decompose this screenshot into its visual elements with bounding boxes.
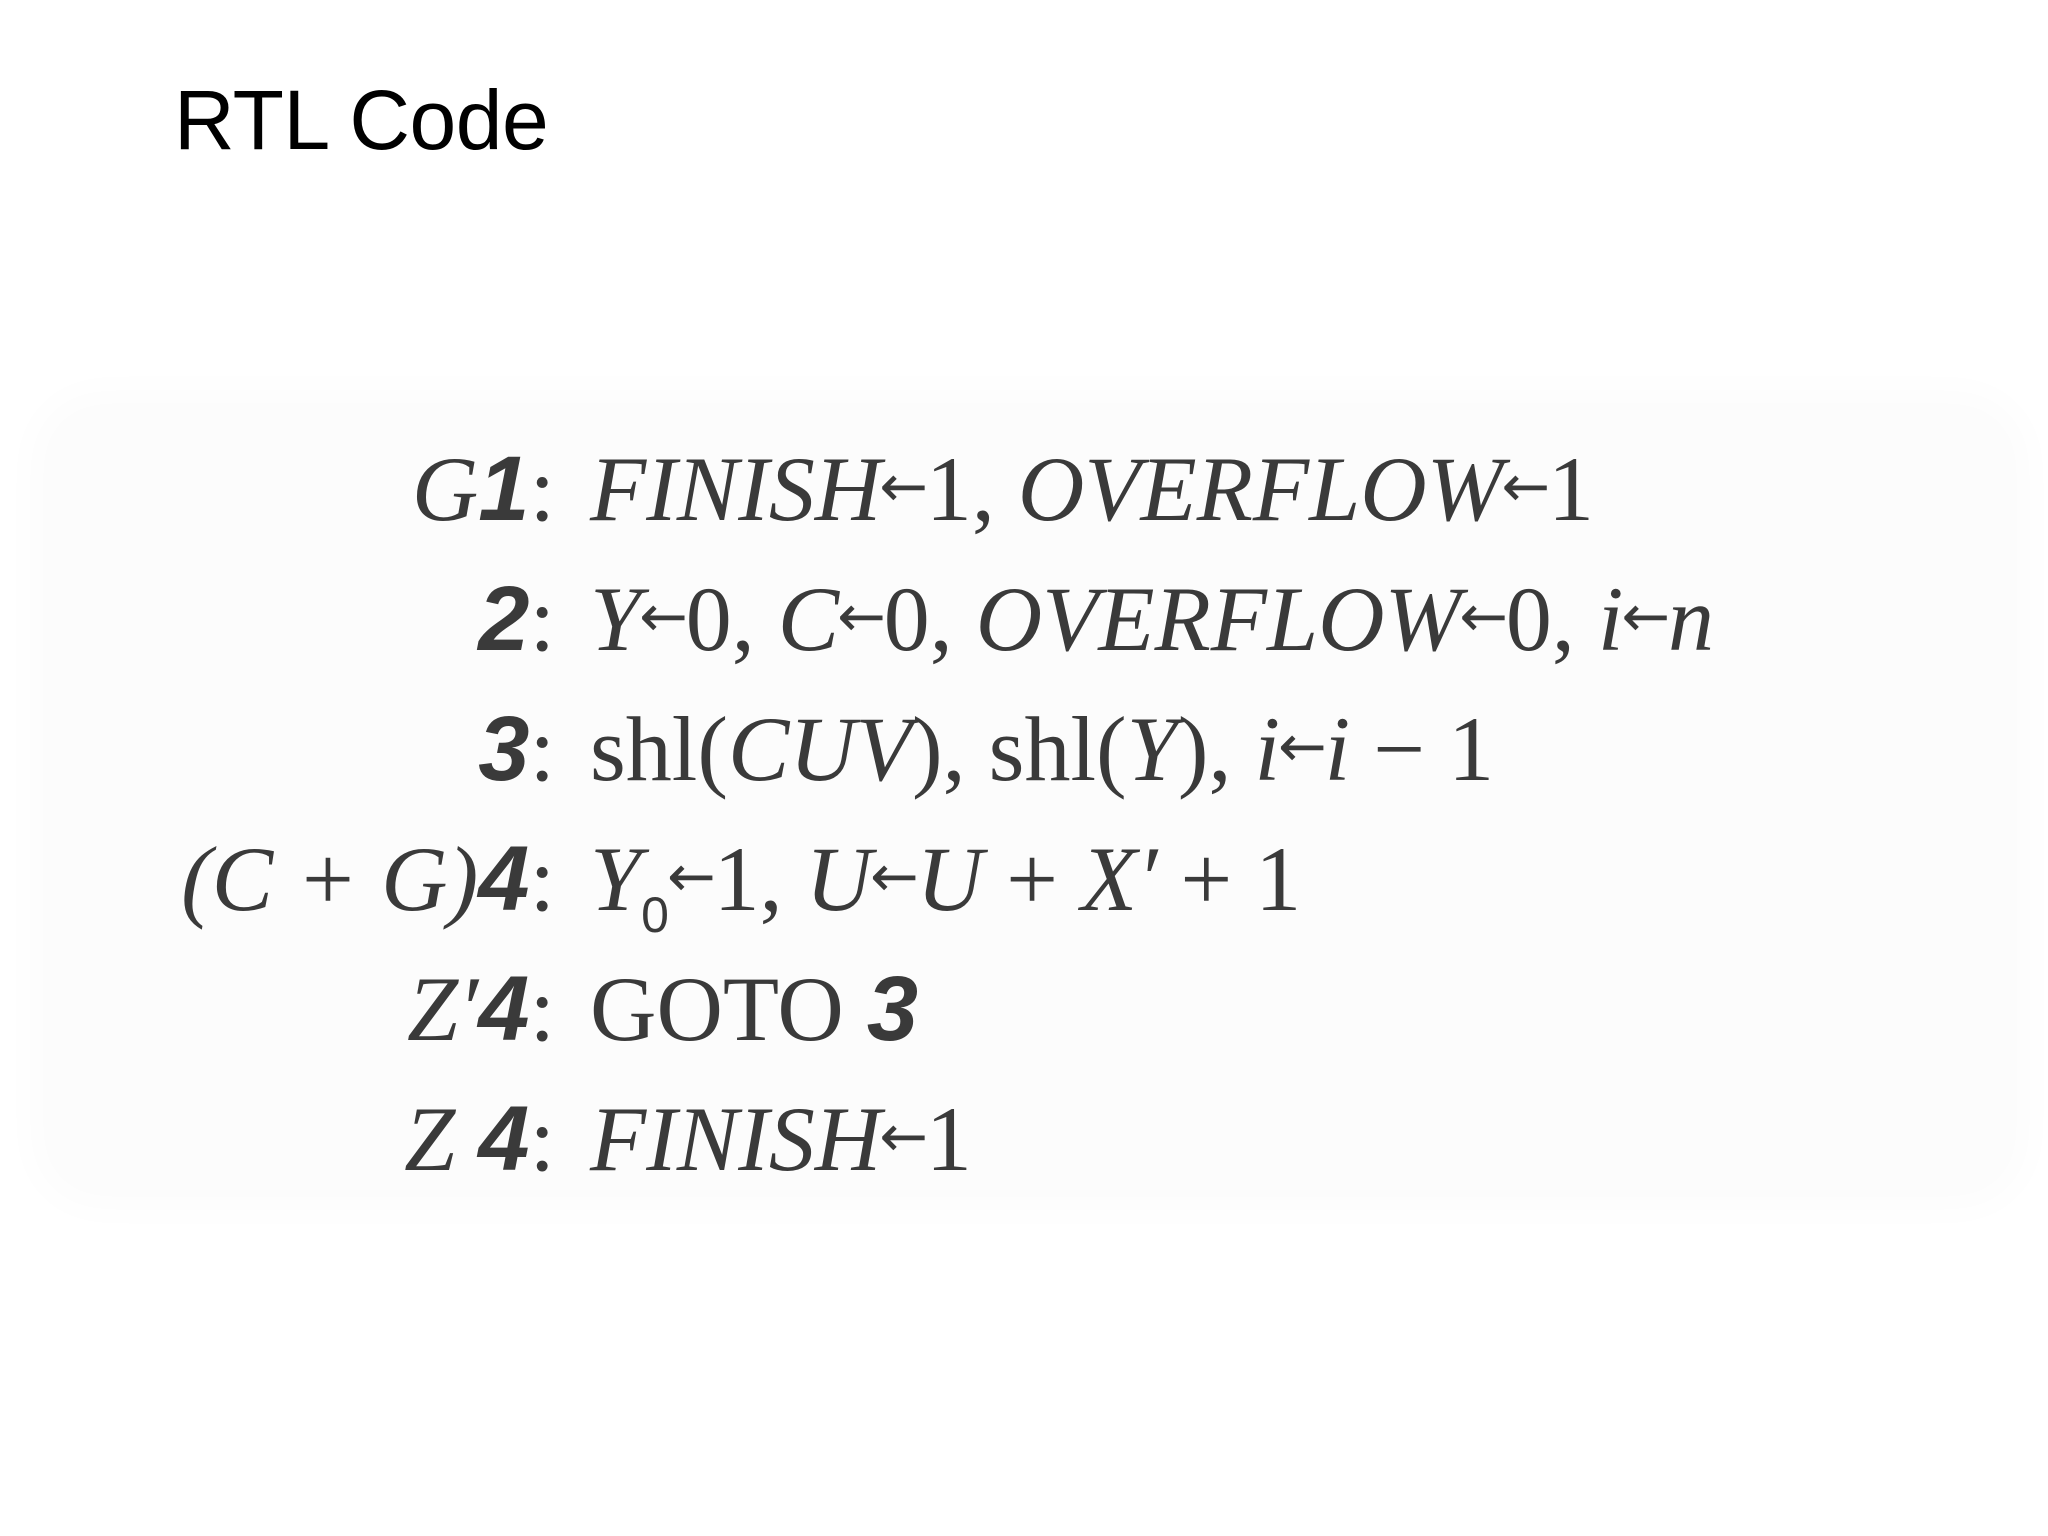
condition-variable: Z′	[406, 958, 479, 1060]
step-number: 4	[478, 828, 530, 930]
scanned-figure-background	[60, 420, 2000, 1180]
rtl-token: OVERFLOW	[975, 568, 1462, 670]
rtl-token: U	[916, 828, 984, 930]
rtl-action-statement: FINISH←1	[590, 1093, 972, 1185]
rtl-token: 3	[866, 958, 919, 1060]
rtl-action-statement: GOTO 3	[590, 963, 918, 1055]
rtl-token: 1	[925, 1088, 972, 1190]
assign-arrow-icon: ←	[870, 842, 919, 910]
rtl-condition-label: Z 4:	[404, 1093, 555, 1185]
rtl-token: C	[777, 568, 840, 670]
assign-arrow-icon: ←	[666, 842, 716, 910]
condition-variable: G	[411, 438, 479, 540]
rtl-token: 0	[641, 887, 669, 943]
slide-title: RTL Code	[174, 73, 549, 167]
rtl-condition-label: Z′4:	[407, 963, 555, 1055]
rtl-token: ),	[1177, 698, 1255, 800]
rtl-token: +	[983, 828, 1081, 930]
rtl-token: − 1	[1350, 698, 1495, 800]
rtl-token: 1,	[925, 438, 1018, 540]
rtl-condition-label: (C + G)4:	[181, 833, 555, 925]
assign-arrow-icon: ←	[1278, 712, 1327, 780]
rtl-token: OVERFLOW	[1017, 438, 1504, 540]
rtl-line: G1:FINISH←1, OVERFLOW←1	[60, 425, 2000, 555]
assign-arrow-icon: ←	[837, 582, 886, 650]
rtl-condition-label: 3:	[478, 703, 555, 795]
assign-arrow-icon: ←	[639, 582, 688, 650]
rtl-token: i	[1597, 568, 1624, 670]
step-number: 3	[478, 698, 530, 800]
condition-variable: Z	[404, 1088, 479, 1190]
step-number: 4	[478, 958, 530, 1060]
rtl-token: 0,	[685, 568, 778, 670]
rtl-action-statement: Y0←1, U←U + X′ + 1	[590, 833, 1301, 940]
label-colon: :	[529, 698, 555, 800]
rtl-token: FINISH	[590, 1088, 882, 1190]
rtl-token: 1	[1547, 438, 1594, 540]
assign-arrow-icon: ←	[1621, 582, 1671, 650]
rtl-token: i	[1254, 698, 1281, 800]
label-colon: :	[529, 438, 555, 540]
rtl-token: 0,	[883, 568, 976, 670]
rtl-condition-label: G1:	[412, 443, 555, 535]
rtl-token: Y	[590, 568, 642, 670]
rtl-token: U	[805, 828, 873, 930]
rtl-line: Z 4: FINISH←1	[60, 1075, 2000, 1205]
label-colon: :	[529, 1088, 555, 1190]
rtl-token: Y	[1126, 698, 1178, 800]
rtl-action-statement: FINISH←1, OVERFLOW←1	[590, 443, 1594, 535]
rtl-token: Y	[590, 828, 642, 930]
rtl-action-statement: Y←0, C←0, OVERFLOW←0, i←n	[590, 573, 1714, 665]
assign-arrow-icon: ←	[879, 452, 928, 520]
label-colon: :	[529, 958, 555, 1060]
step-number: 1	[478, 438, 530, 540]
rtl-token: X′	[1081, 828, 1158, 930]
rtl-token: GOTO	[590, 958, 867, 1060]
rtl-line: Z′4: GOTO 3	[60, 945, 2000, 1075]
step-number: 4	[478, 1088, 530, 1190]
rtl-token: FINISH	[590, 438, 882, 540]
rtl-line: (C + G)4:Y0←1, U←U + X′ + 1	[60, 815, 2000, 945]
rtl-line: 2:Y←0, C←0, OVERFLOW←0, i←n	[60, 555, 2000, 685]
rtl-token: i	[1324, 698, 1351, 800]
rtl-token: shl(	[590, 698, 728, 800]
step-number: 2	[478, 568, 530, 670]
assign-arrow-icon: ←	[1459, 582, 1508, 650]
label-colon: :	[529, 828, 555, 930]
rtl-condition-label: 2:	[478, 573, 555, 665]
rtl-token: 0,	[1505, 568, 1598, 670]
rtl-action-statement: shl(CUV), shl(Y), i←i − 1	[590, 703, 1494, 795]
rtl-token: n	[1668, 568, 1715, 670]
rtl-token: 1,	[713, 828, 806, 930]
rtl-token: + 1	[1157, 828, 1302, 930]
rtl-token: ), shl(	[912, 698, 1127, 800]
rtl-token: CUV	[728, 698, 912, 800]
assign-arrow-icon: ←	[1501, 452, 1550, 520]
assign-arrow-icon: ←	[879, 1102, 928, 1170]
label-colon: :	[529, 568, 555, 670]
rtl-line: 3: shl(CUV), shl(Y), i←i − 1	[60, 685, 2000, 815]
condition-expression: (C + G)	[181, 828, 479, 930]
